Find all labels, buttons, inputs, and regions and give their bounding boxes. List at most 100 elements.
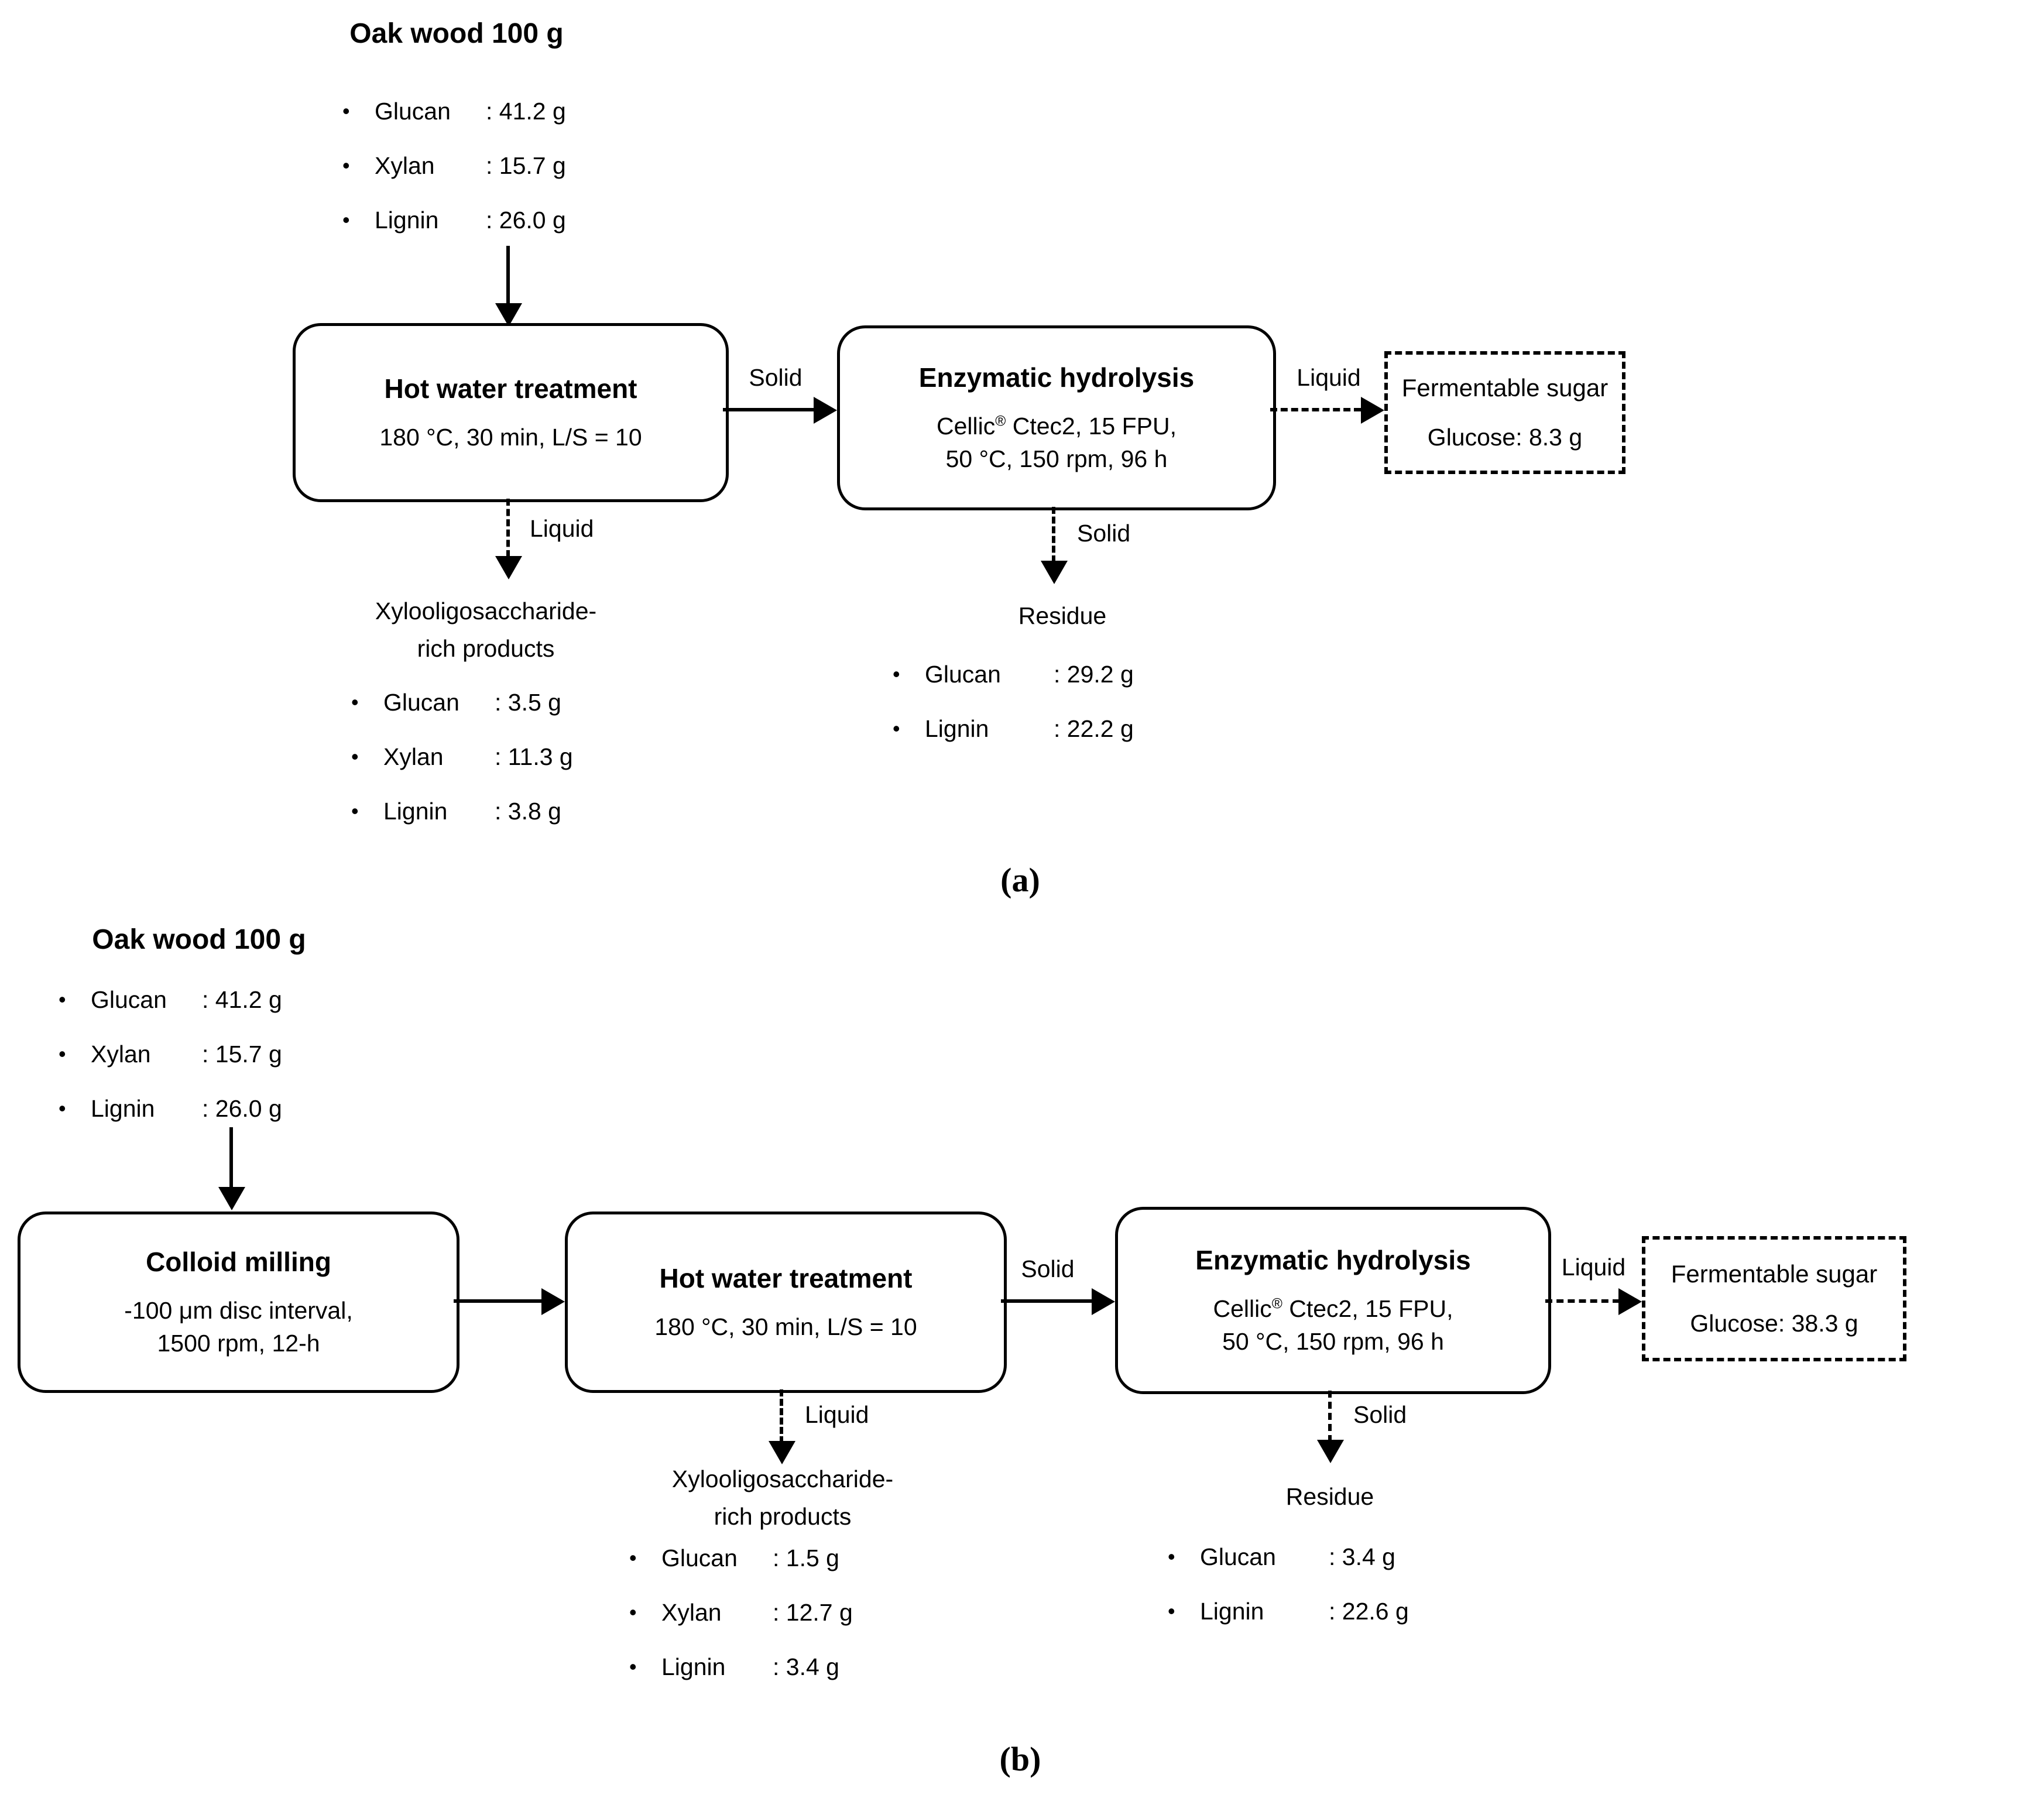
bullet-icon: •	[1168, 1599, 1175, 1623]
box-conditions: 180 °C, 30 min, L/S = 10	[379, 424, 642, 451]
input-title: Oak wood 100 g	[92, 924, 306, 955]
dashed-arrow-line	[1052, 507, 1055, 562]
edge-label-liquid: Liquid	[1297, 364, 1361, 391]
bullet-icon: •	[629, 1600, 637, 1624]
arrow-right-icon	[1361, 397, 1384, 424]
glucose-value: Glucose: 8.3 g	[1427, 424, 1583, 451]
box-title: Colloid milling	[146, 1247, 331, 1277]
input-title: Oak wood 100 g	[349, 18, 564, 49]
component-value: : 12.7 g	[773, 1598, 853, 1626]
title-line: Xylooligosaccharide-	[375, 598, 597, 624]
arrow-down-icon	[769, 1441, 795, 1464]
glucose-value: Glucose: 38.3 g	[1690, 1310, 1858, 1337]
list-item: • Xylan : 15.7 g	[342, 148, 566, 183]
list-item: • Lignin : 26.0 g	[59, 1091, 282, 1126]
component-label: Lignin	[925, 715, 989, 742]
dashed-arrow-line	[1545, 1299, 1620, 1303]
list-item: • Lignin : 26.0 g	[342, 203, 566, 238]
bullet-icon: •	[342, 208, 350, 232]
arrow-right-icon	[1618, 1288, 1642, 1315]
input-composition-list: • Glucan : 41.2 g • Xylan : 15.7 g • Lig…	[59, 982, 282, 1145]
box-enzyme-line: Cellic® Ctec2, 15 FPU,	[937, 410, 1177, 442]
bullet-icon: •	[59, 1096, 66, 1120]
bullet-icon: •	[342, 99, 350, 123]
component-value: : 41.2 g	[202, 986, 282, 1013]
arrow-right-icon	[1092, 1288, 1115, 1315]
residue-composition-list: • Glucan : 3.4 g • Lignin : 22.6 g	[1168, 1539, 1409, 1648]
bullet-icon: •	[629, 1655, 637, 1679]
component-value: : 3.4 g	[773, 1653, 839, 1680]
component-label: Xylan	[383, 743, 444, 770]
component-label: Glucan	[1200, 1543, 1276, 1570]
arrow-down-icon	[1041, 561, 1068, 584]
component-label: Glucan	[375, 97, 451, 125]
dashed-arrow-line	[506, 499, 510, 557]
component-value: : 15.7 g	[202, 1040, 282, 1068]
component-value: : 3.8 g	[495, 797, 561, 825]
box-title: Hot water treatment	[384, 373, 637, 404]
component-label: Xylan	[375, 152, 435, 179]
component-value: : 22.2 g	[1054, 715, 1134, 742]
component-value: : 29.2 g	[1054, 660, 1134, 688]
arrow-line	[723, 408, 815, 411]
enzymatic-hydrolysis-box: Enzymatic hydrolysis Cellic® Ctec2, 15 F…	[837, 325, 1276, 510]
panel-b-label: (b)	[999, 1740, 1041, 1778]
edge-label-solid: Solid	[1077, 520, 1131, 547]
bullet-icon: •	[342, 153, 350, 177]
residue-output-title: Residue	[1285, 1483, 1374, 1510]
component-label: Xylan	[661, 1598, 722, 1626]
bullet-icon: •	[893, 662, 900, 686]
panel-a-label: (a)	[1000, 861, 1040, 899]
registered-trademark: ®	[995, 413, 1006, 430]
arrow-line	[454, 1299, 541, 1303]
arrow-line	[506, 246, 510, 304]
enzyme-name: Cellic	[1213, 1295, 1272, 1322]
bullet-icon: •	[351, 799, 359, 823]
arrow-down-icon	[495, 556, 522, 579]
dashed-arrow-line	[1328, 1391, 1332, 1442]
bullet-icon: •	[893, 716, 900, 740]
bullet-icon: •	[351, 744, 359, 768]
xylo-output-title: Xylooligosaccharide- rich products	[619, 1460, 946, 1535]
component-label: Xylan	[91, 1040, 151, 1068]
colloid-milling-box: Colloid milling -100 μm disc interval, 1…	[18, 1212, 459, 1393]
list-item: • Glucan : 3.5 g	[351, 685, 573, 720]
list-item: • Lignin : 22.2 g	[893, 711, 1134, 746]
component-value: : 11.3 g	[495, 743, 573, 770]
box-conditions: 50 °C, 150 rpm, 96 h	[1222, 1328, 1444, 1355]
list-item: • Xylan : 12.7 g	[629, 1595, 853, 1630]
component-label: Glucan	[91, 986, 167, 1013]
xylo-composition-list: • Glucan : 3.5 g • Xylan : 11.3 g • Lign…	[351, 685, 573, 848]
edge-label-liquid: Liquid	[805, 1401, 869, 1428]
box-conditions: 1500 rpm, 12-h	[157, 1330, 320, 1357]
bullet-icon: •	[1168, 1545, 1175, 1569]
list-item: • Glucan : 1.5 g	[629, 1540, 853, 1576]
edge-label-solid: Solid	[749, 364, 802, 391]
bullet-icon: •	[351, 690, 359, 714]
input-composition-list: • Glucan : 41.2 g • Xylan : 15.7 g • Lig…	[342, 94, 566, 257]
box-title: Enzymatic hydrolysis	[918, 362, 1195, 393]
edge-label-liquid: Liquid	[530, 515, 594, 542]
list-item: • Glucan : 41.2 g	[59, 982, 282, 1017]
residue-composition-list: • Glucan : 29.2 g • Lignin : 22.2 g	[893, 657, 1134, 766]
enzyme-detail: Ctec2, 15 FPU,	[1282, 1295, 1453, 1322]
box-title: Hot water treatment	[659, 1263, 913, 1293]
arrow-down-icon	[495, 303, 522, 327]
xylo-composition-list: • Glucan : 1.5 g • Xylan : 12.7 g • Lign…	[629, 1540, 853, 1704]
component-label: Lignin	[383, 797, 448, 825]
component-value: : 15.7 g	[486, 152, 566, 179]
component-label: Glucan	[661, 1544, 738, 1571]
list-item: • Lignin : 3.4 g	[629, 1649, 853, 1684]
edge-label-solid: Solid	[1353, 1401, 1407, 1428]
enzymatic-hydrolysis-box: Enzymatic hydrolysis Cellic® Ctec2, 15 F…	[1115, 1207, 1551, 1394]
component-value: : 26.0 g	[202, 1094, 282, 1122]
box-title: Fermentable sugar	[1401, 374, 1609, 401]
fermentable-sugar-box: Fermentable sugar Glucose: 38.3 g	[1642, 1236, 1906, 1361]
arrow-line	[1001, 1299, 1093, 1303]
component-label: Lignin	[661, 1653, 726, 1680]
box-conditions: -100 μm disc interval,	[124, 1297, 353, 1324]
dashed-arrow-line	[1270, 408, 1361, 411]
component-value: : 26.0 g	[486, 206, 566, 234]
edge-label-solid: Solid	[1021, 1255, 1075, 1282]
